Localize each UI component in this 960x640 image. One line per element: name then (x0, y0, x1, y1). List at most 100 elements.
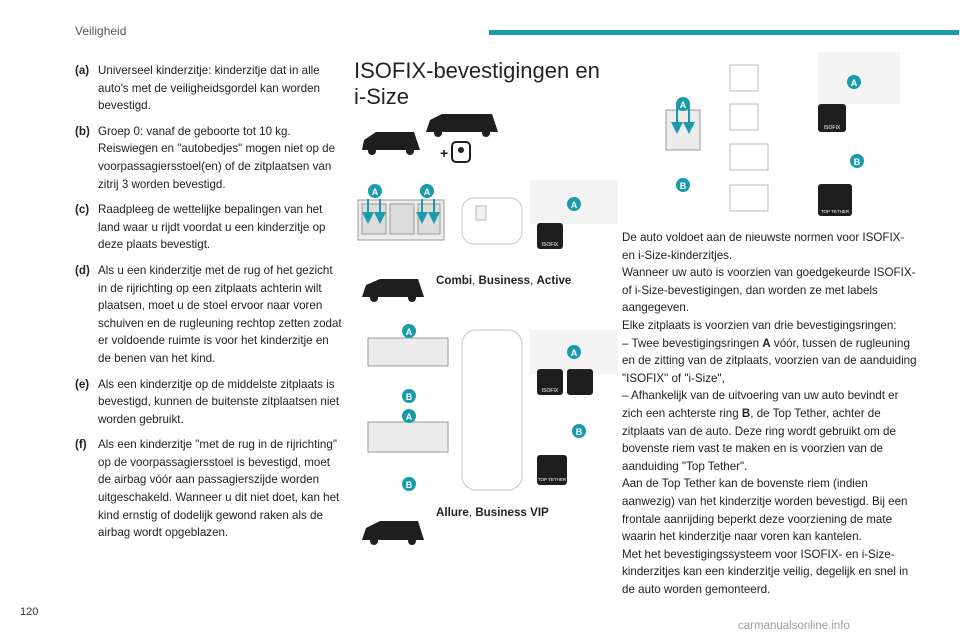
trim-name: Allure (436, 506, 469, 519)
list-item-bold: B (741, 406, 751, 420)
footnote-text: Groep 0: vanaf de geboorte tot 10 kg. Re… (98, 124, 336, 191)
list-item-text: – Twee bevestigingsringen (622, 336, 763, 350)
marker-a (368, 184, 382, 198)
footnote-key: (b) (75, 124, 90, 138)
trim-name: Active (536, 274, 572, 287)
paragraph: Aan de Top Tether kan de bovenste riem (… (622, 477, 908, 544)
list-item: – Twee bevestigingsringen A vóór, tussen… (622, 335, 918, 388)
footnote-list: (a) Universeel kinderzitje: kinderzitje … (75, 62, 343, 550)
marker-b-label: B (576, 427, 583, 437)
footnote-key: (f) (75, 438, 87, 452)
section-heading-line2: i-Size (354, 84, 410, 109)
paragraph: De auto voldoet aan de nieuwste normen v… (622, 231, 905, 262)
list-item-text: vóór, tussen de rugleuning en de zitting… (622, 336, 917, 385)
marker-a (402, 409, 416, 423)
isofix-badge-icon (818, 104, 846, 132)
top-tether-badge-label: TOP TETHER (538, 477, 567, 482)
marker-a-label: A (571, 348, 578, 358)
marker-b-label: B (406, 392, 413, 402)
marker-a (847, 75, 861, 89)
isofix-badge-label: ISOFIX (542, 388, 559, 394)
van-top-view (461, 329, 523, 491)
van-top-view (461, 197, 523, 245)
van-long-icon (426, 114, 498, 137)
isofix-badge-label: ISOFIX (542, 242, 559, 248)
footnote-item: (d) Als u een kinderzitje met de rug of … (75, 262, 343, 368)
footnote-text: Universeel kinderzitje: kinderzitje dat … (98, 64, 320, 113)
marker-a-label: A (406, 327, 413, 337)
marker-b (402, 389, 416, 403)
seat-layout-grid (729, 64, 769, 212)
top-tether-badge-label: TOP TETHER (821, 209, 850, 214)
paragraph: Met het bevestigingssysteem voor ISOFIX-… (622, 547, 909, 596)
trim-name: Business (478, 274, 531, 287)
list-item: – Afhankelijk van de uitvoering van uw a… (622, 387, 918, 475)
marker-b (572, 424, 586, 438)
marker-a-label: A (406, 412, 413, 422)
page-number: 120 (20, 606, 39, 618)
footnote-text: Als een kinderzitje "met de rug in de ri… (98, 438, 340, 540)
seat-anchor-diagram (665, 106, 701, 151)
footnote-key: (a) (75, 64, 90, 77)
marker-a (567, 197, 581, 211)
watermark: carmanualsonline.info (738, 620, 850, 632)
section-title: Veiligheid (75, 24, 127, 38)
marker-b-label: B (854, 157, 861, 167)
footnote-text: Als een kinderzitje op de middelste zitp… (98, 377, 340, 426)
list-item-bold: A (762, 336, 771, 350)
marker-a-label: A (851, 78, 858, 88)
trim-name: Combi (436, 274, 473, 287)
header-accent-bar (489, 30, 959, 35)
marker-a-label: A (424, 187, 431, 197)
footnote-item: (e) Als een kinderzitje op de middelste … (75, 376, 343, 429)
list-item-text: – Afhankelijk van de uitvoering van uw a… (622, 389, 899, 420)
isofix-badge-label: ISOFIX (824, 125, 841, 131)
plus-icon: + (440, 145, 448, 161)
trim-label-combi: Combi, Business, Active (436, 274, 571, 287)
marker-a (567, 345, 581, 359)
rear-bench-diagram (357, 199, 445, 241)
paragraph: Wanneer uw auto is voorzien van goedgeke… (622, 266, 916, 315)
footnote-item: (f) Als een kinderzitje "met de rug in d… (75, 436, 343, 542)
marker-a-label: A (571, 200, 578, 210)
footnote-key: (c) (75, 203, 90, 217)
van-combi-icon (362, 279, 424, 302)
marker-a-label: A (680, 100, 687, 110)
trim-name: Business VIP (475, 506, 549, 519)
top-tether-badge-icon (818, 184, 852, 216)
marker-b-label: B (406, 480, 413, 490)
child-seat-icon (451, 141, 471, 163)
footnote-key: (e) (75, 377, 90, 391)
isofix-badge-icon (537, 223, 563, 249)
trim-separator: , (472, 274, 479, 287)
footnote-text: Raadpleeg de wettelijke bepalingen van h… (98, 203, 326, 252)
section-heading: ISOFIX-bevestigingen en i-Size (354, 58, 614, 110)
marker-a (420, 184, 434, 198)
marker-a (402, 324, 416, 338)
section-heading-line1: ISOFIX-bevestigingen en (354, 58, 600, 83)
list-item-text: , de Top Tether, achter de zitplaats van… (622, 406, 896, 473)
footnote-item: (c) Raadpleeg de wettelijke bepalingen v… (75, 201, 343, 254)
footnote-item: (b) Groep 0: vanaf de geboorte tot 10 kg… (75, 123, 343, 193)
isofix-badge-icon (537, 369, 563, 395)
footnote-text: Als u een kinderzitje met de rug of het … (98, 263, 342, 365)
trim-separator: , (530, 274, 537, 287)
van-short-icon (362, 132, 420, 155)
seat-rows-diagram (367, 337, 449, 453)
marker-a-label: A (372, 187, 379, 197)
trim-separator: , (468, 506, 476, 519)
marker-b (402, 477, 416, 491)
trim-label-allure: Allure, Business VIP (436, 506, 549, 519)
isize-badge-icon (567, 369, 593, 395)
top-tether-badge-icon (537, 455, 567, 485)
marker-b (850, 154, 864, 168)
footnote-key: (d) (75, 263, 90, 277)
footnote-item: (a) Universeel kinderzitje: kinderzitje … (75, 62, 343, 115)
marker-b-label: B (680, 181, 687, 191)
marker-b (676, 178, 690, 192)
marker-a (676, 97, 690, 111)
van-allure-icon (362, 521, 424, 545)
paragraph: Elke zitplaats is voorzien van drie beve… (622, 318, 897, 332)
isofix-description: De auto voldoet aan de nieuwste normen v… (622, 229, 918, 598)
